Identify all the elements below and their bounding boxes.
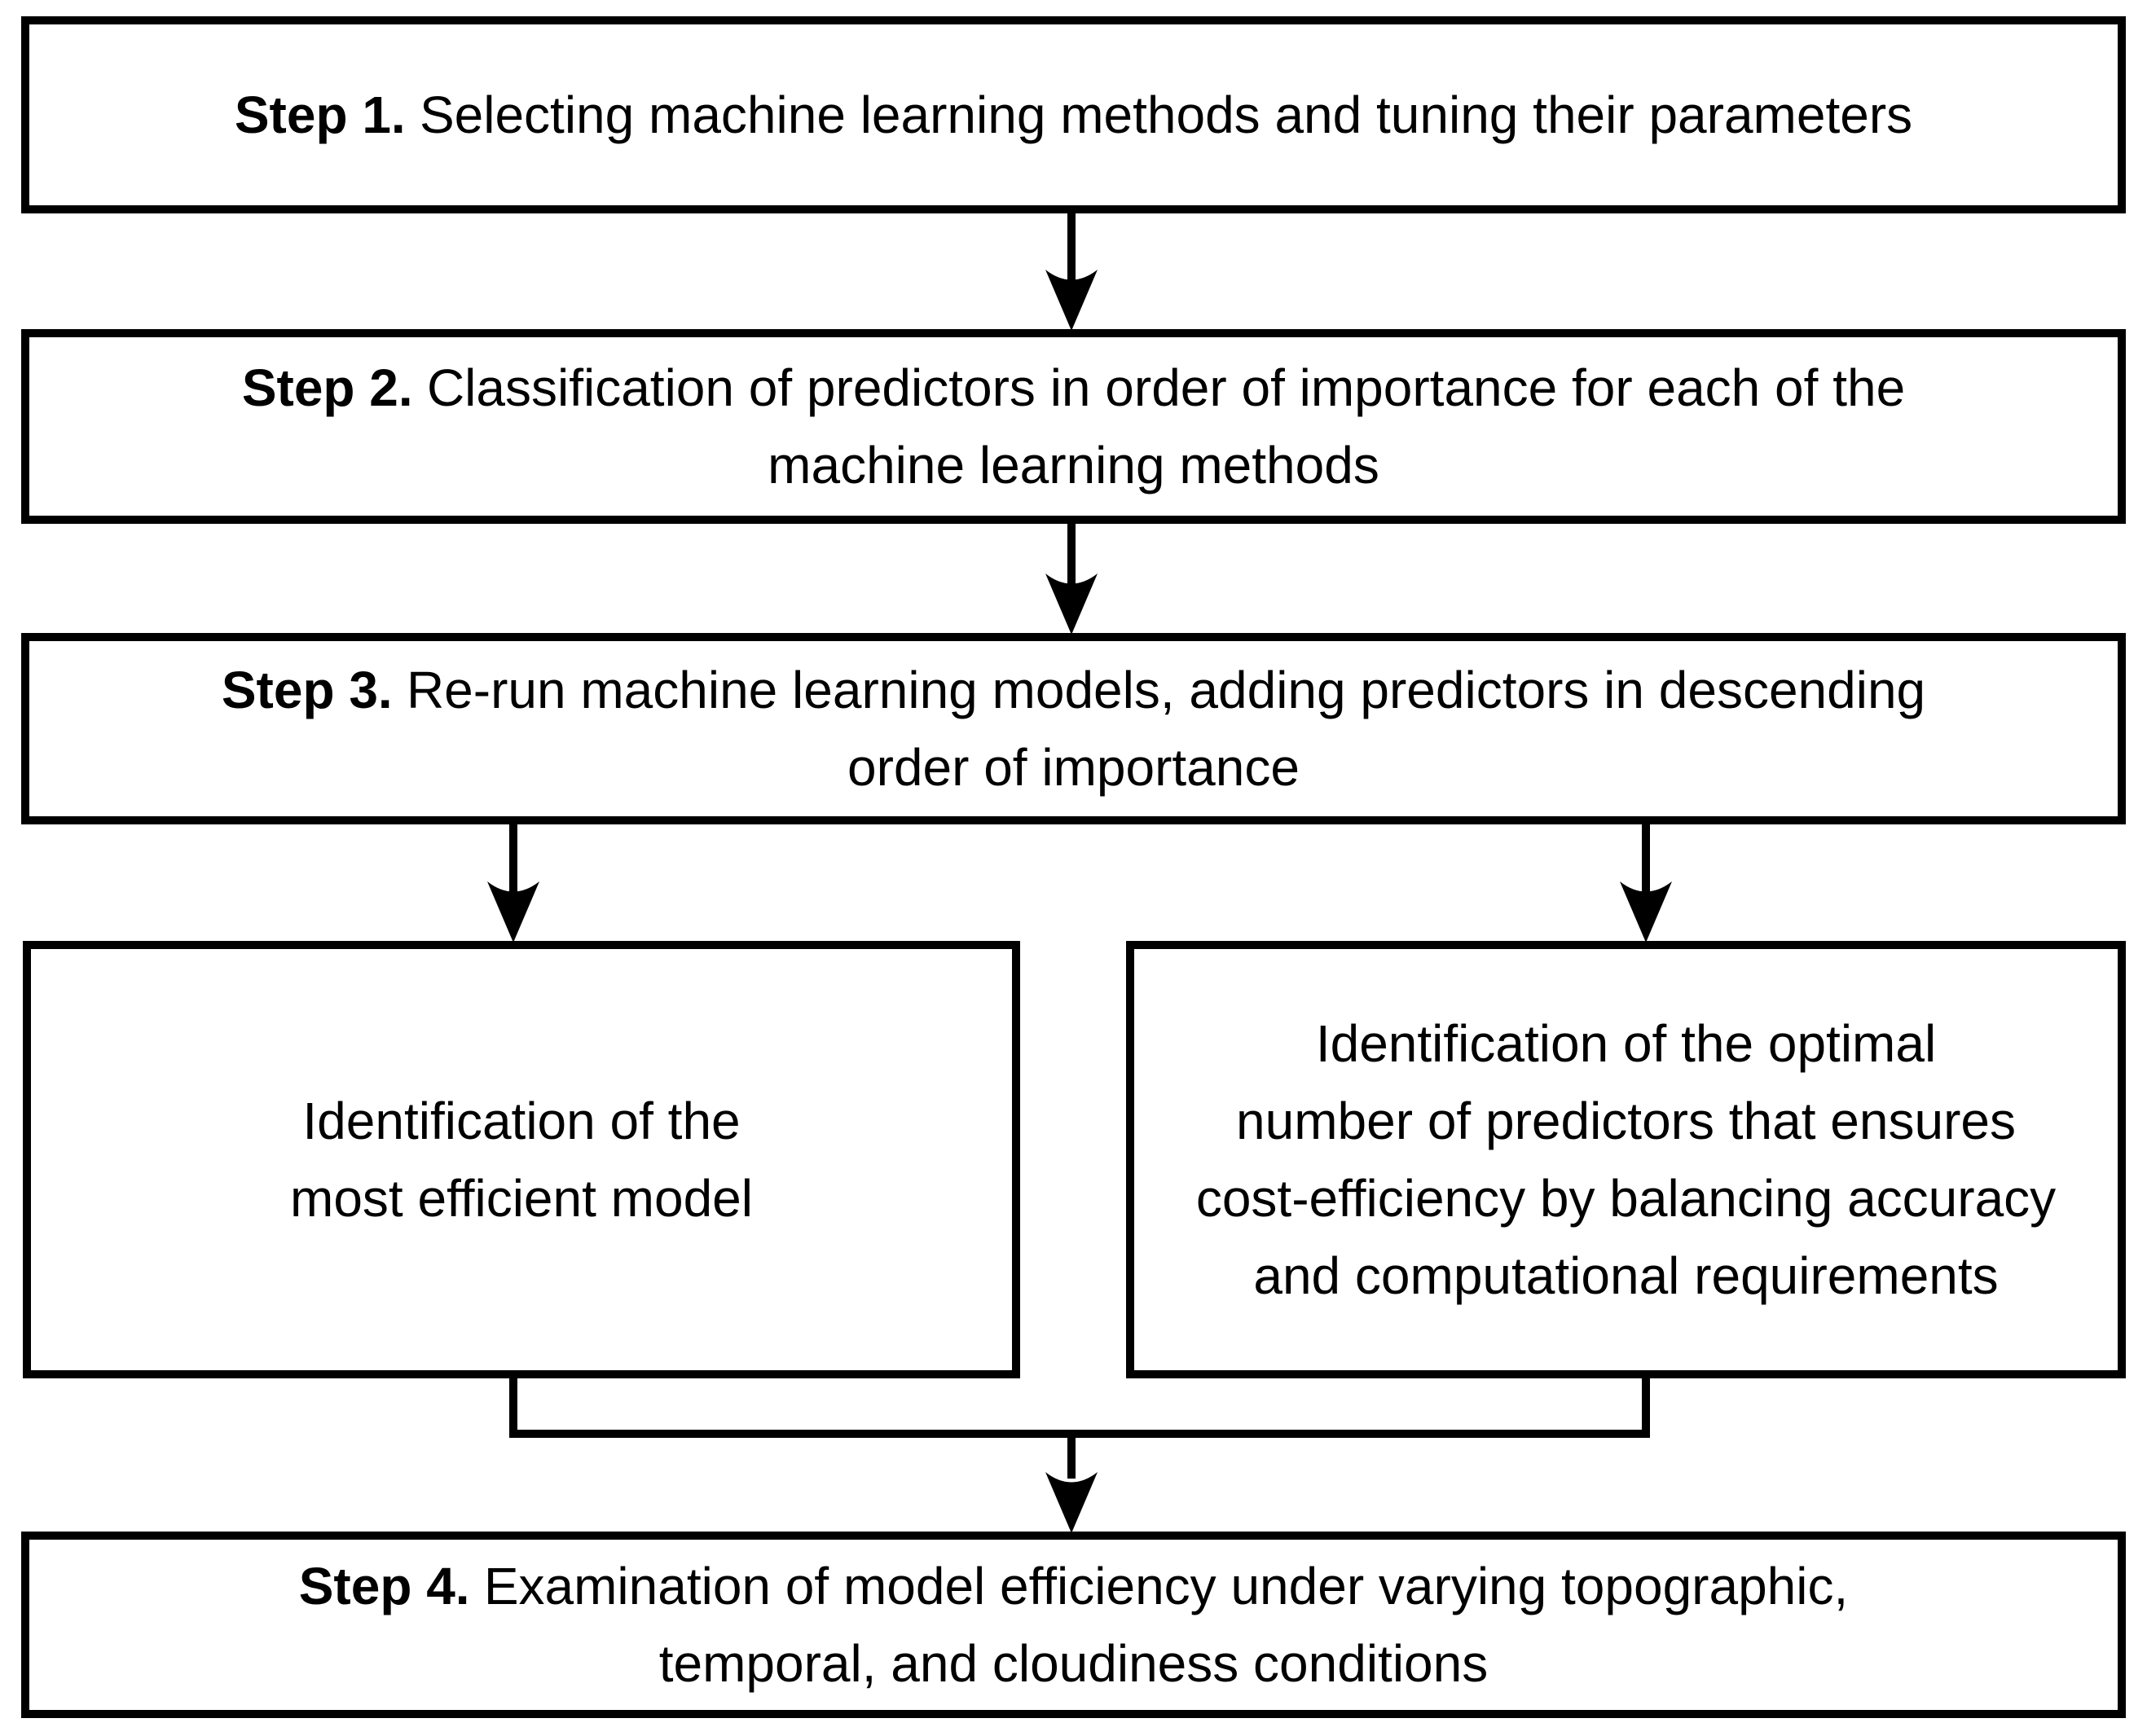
- arrow-step2-step3: [1045, 521, 1098, 635]
- step1-description: Selecting machine learning methods and t…: [419, 85, 1913, 144]
- arrow-merge-step4: [1045, 1434, 1098, 1533]
- step1-label: Step 1.: [234, 85, 406, 144]
- outcome-most-efficient-model-text: Identification of the most efficient mod…: [277, 1083, 766, 1237]
- step4-description: Examination of model efficiency under va…: [483, 1556, 1849, 1693]
- step1-box: Step 1.Selecting machine learning method…: [21, 16, 2126, 213]
- step1-text: Step 1.Selecting machine learning method…: [222, 77, 1925, 154]
- step2-text: Step 2.Classification of predictors in o…: [229, 349, 1918, 504]
- step3-box: Step 3.Re-run machine learning models, a…: [21, 633, 2126, 824]
- outcome-most-efficient-model-box: Identification of the most efficient mod…: [23, 941, 1020, 1378]
- arrow-step1-step2: [1045, 210, 1098, 331]
- step4-text: Step 4.Examination of model efficiency u…: [286, 1548, 1862, 1703]
- merge-connector: [509, 1375, 1650, 1438]
- step2-box: Step 2.Classification of predictors in o…: [21, 329, 2126, 524]
- arrow-step3-outcome-right: [1620, 821, 1672, 943]
- arrow-step3-outcome-left: [487, 821, 539, 943]
- step3-text: Step 3.Re-run machine learning models, a…: [209, 652, 1938, 806]
- step3-label: Step 3.: [221, 660, 393, 719]
- outcome-optimal-predictors-text: Identification of the optimal number of …: [1183, 1005, 2069, 1315]
- step3-description: Re-run machine learning models, adding p…: [406, 660, 1926, 797]
- outcome-optimal-predictors-description: Identification of the optimal number of …: [1195, 1013, 2057, 1305]
- step2-label: Step 2.: [241, 358, 413, 417]
- step4-box: Step 4.Examination of model efficiency u…: [21, 1532, 2126, 1718]
- step4-label: Step 4.: [298, 1556, 470, 1615]
- outcome-optimal-predictors-box: Identification of the optimal number of …: [1126, 941, 2126, 1378]
- outcome-most-efficient-model-description: Identification of the most efficient mod…: [290, 1091, 753, 1228]
- step2-description: Classification of predictors in order of…: [426, 358, 1906, 494]
